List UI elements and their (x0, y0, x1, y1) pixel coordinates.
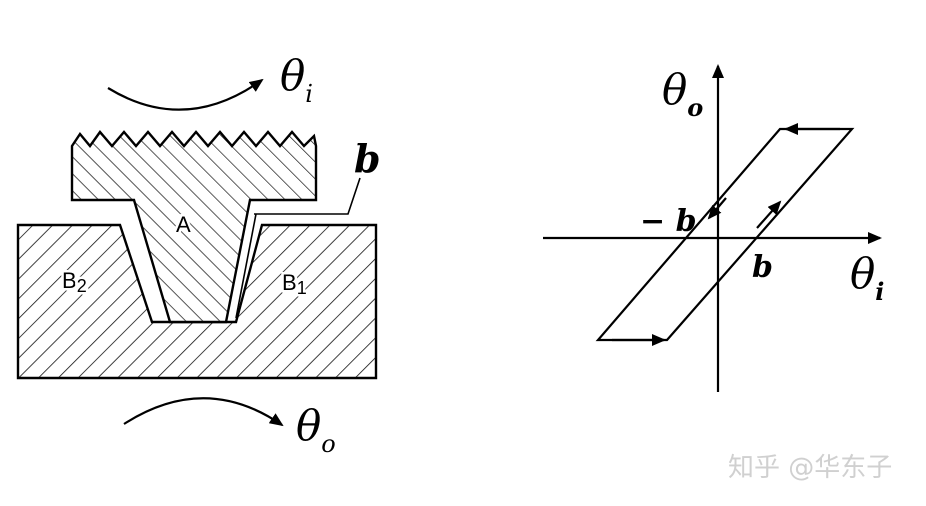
block-left-label: B2 (62, 268, 87, 296)
watermark: 知乎 @华东子 (728, 453, 892, 483)
left-downward-arrow (707, 197, 727, 220)
x-axis-label: θi (850, 249, 884, 306)
upper-tooth-a (70, 130, 318, 324)
hysteresis-loop (595, 127, 855, 342)
gap-leader-line (254, 177, 361, 215)
input-rotation-label: θi (280, 51, 313, 108)
y-axis-label: θo (662, 65, 703, 122)
output-rotation-arrow (123, 397, 284, 427)
backlash-hysteresis-plot: θo θi − b b (543, 64, 884, 392)
gap-label: b (354, 136, 381, 181)
tooth-label: A (176, 212, 191, 237)
input-rotation-arrow (107, 78, 264, 111)
right-upward-arrow (756, 200, 782, 229)
block-right-label: B1 (282, 270, 307, 298)
clearance-gap-line (235, 213, 257, 319)
gear-backlash-diagram: θi b A B2 B1 θo (16, 51, 381, 458)
output-rotation-label: θo (296, 401, 336, 458)
negative-b-label: − b (640, 204, 697, 239)
lower-block-b (16, 223, 378, 380)
positive-b-label: b (752, 250, 773, 285)
